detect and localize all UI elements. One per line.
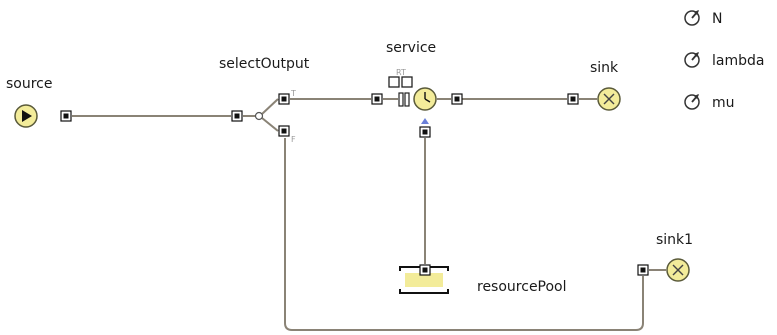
service-resource-port[interactable] <box>419 126 431 138</box>
sink-in-port[interactable] <box>567 93 579 105</box>
parameter-lambda-label: lambda <box>712 53 764 69</box>
source-out-port[interactable] <box>60 110 72 122</box>
connectors <box>72 98 666 331</box>
select-output-node <box>254 111 264 121</box>
resource-pool-block[interactable]: resourcePool <box>399 264 567 295</box>
parameter-lambda[interactable]: lambda <box>684 52 764 69</box>
resource-arrow-icon <box>421 118 429 124</box>
port-t-label: T <box>290 89 296 98</box>
service-label: service <box>386 40 436 56</box>
sink1-in-port[interactable] <box>637 264 649 276</box>
play-icon <box>22 110 32 122</box>
clock-hand-minute <box>424 98 431 103</box>
wire-select-false-branch <box>261 117 279 132</box>
select-output-false-port[interactable] <box>278 125 290 137</box>
parameter-icon-tip <box>694 94 699 99</box>
resource-pool-icon[interactable] <box>405 273 443 287</box>
sink1-block[interactable]: sink1 <box>637 232 693 282</box>
parameter-n[interactable]: N <box>684 10 722 27</box>
select-output-true-port[interactable] <box>278 93 290 105</box>
wire-select-true-branch <box>261 98 279 115</box>
resource-pool-label: resourcePool <box>477 279 567 295</box>
source-block[interactable]: source <box>6 76 72 128</box>
cross-icon-2 <box>603 93 615 105</box>
sink-label: sink <box>590 60 619 76</box>
parameter-icon-tip <box>694 52 699 57</box>
select-output-label: selectOutput <box>219 56 310 72</box>
parameter-icon-tip <box>694 10 699 15</box>
port-f-label: F <box>291 135 296 144</box>
select-output-in-port[interactable] <box>231 110 243 122</box>
parameter-n-label: N <box>712 11 722 27</box>
sink-block[interactable]: sink <box>567 60 621 111</box>
select-output-block[interactable]: selectOutput T F <box>219 56 310 144</box>
delay-bar-icon <box>398 92 404 107</box>
sink1-label: sink1 <box>656 232 693 248</box>
cross-icon-sink1-2 <box>672 264 684 276</box>
service-out-port[interactable] <box>451 93 463 105</box>
parameter-mu-label: mu <box>712 95 735 111</box>
source-label: source <box>6 76 53 92</box>
parameters-panel: N lambda mu <box>684 10 764 111</box>
port-rt-label: RT <box>396 68 406 77</box>
resource-pool-bracket-bottom-icon <box>399 289 449 294</box>
queue-icon-2 <box>401 76 413 88</box>
wire-select-sink1[interactable] <box>284 138 644 331</box>
queue-icon <box>388 76 400 88</box>
delay-bar-icon-2 <box>404 92 410 107</box>
resource-pool-port[interactable] <box>419 264 431 276</box>
parameter-mu[interactable]: mu <box>684 94 735 111</box>
service-block[interactable]: service RT <box>371 40 463 138</box>
service-in-port[interactable] <box>371 93 383 105</box>
